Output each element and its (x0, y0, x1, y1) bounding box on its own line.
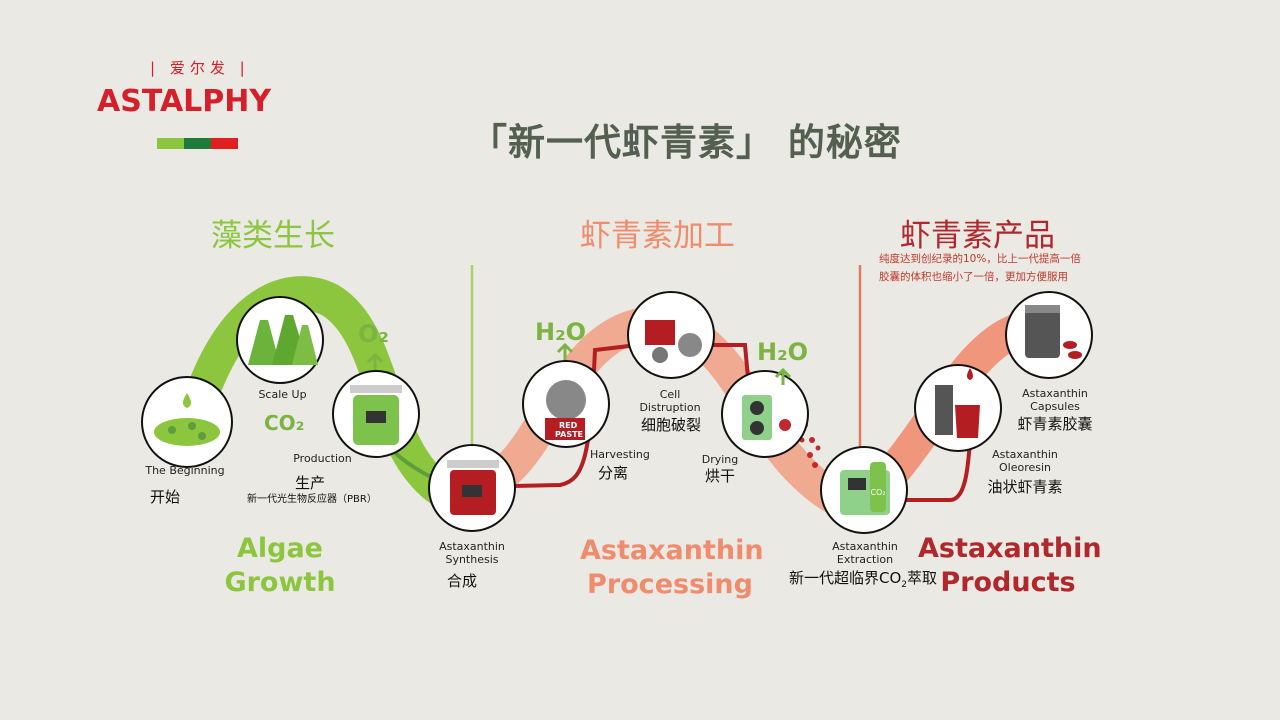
section-algae-en-1: Algae (236, 533, 323, 564)
production-en: Production (293, 452, 352, 465)
section-products-en: Astaxanthin Products (918, 532, 1102, 600)
h2o-arrow-1-icon (556, 342, 574, 360)
synthesis-icon (428, 444, 516, 532)
capsules-en-1: Astaxanthin (1022, 387, 1088, 400)
disruption-en-1: Cell (659, 388, 681, 401)
red-paste-label-1: RED (559, 421, 578, 430)
product-note: 纯度达到创纪录的10%，比上一代提高一倍 胶囊的体积也缩小了一倍，更加方便服用 (879, 250, 1099, 286)
section-processing-cn: 虾青素加工 (580, 218, 735, 254)
drying-cn: 烘干 (704, 467, 735, 485)
beginning-icon (141, 376, 233, 468)
section-products-en-2: Products (940, 567, 1076, 598)
section-algae-cn: 藻类生长 (211, 218, 335, 254)
synthesis-cn: 合成 (446, 572, 477, 590)
harvesting-cn: 分离 (598, 464, 629, 482)
disruption-cn: 细胞破裂 (640, 416, 701, 434)
drying-icon (721, 370, 809, 458)
o2-arrow-icon (366, 352, 384, 370)
logo-bar-green (157, 138, 184, 149)
extraction-cn-a: 新一代超临界CO (788, 569, 902, 587)
production-cn-pbr: 新一代光生物反应器（PBR） (247, 494, 377, 505)
extraction-en-2: Extraction (836, 553, 894, 566)
section-products-cn: 虾青素产品 (900, 218, 1055, 254)
logo-chinese: | 爱尔发 | (150, 59, 250, 77)
section-processing-en-1: Astaxanthin (580, 535, 764, 566)
extraction-cn-sub: 2 (901, 580, 907, 590)
beginning-en: The Beginning (145, 464, 225, 477)
o2-label: O₂ (358, 320, 389, 348)
cell-disruption-icon (627, 291, 715, 379)
extraction-en-1: Astaxanthin (832, 540, 898, 553)
h2o-arrow-2-icon (774, 367, 792, 385)
oleoresin-cn: 油状虾青素 (987, 478, 1063, 496)
logo-color-bar (157, 138, 238, 149)
section-algae-en-2: Growth (224, 567, 336, 598)
logo-bar-darkgreen (184, 138, 211, 149)
section-products-en-1: Astaxanthin (918, 533, 1102, 564)
synthesis-en-1: Astaxanthin (439, 540, 505, 553)
pipe-processing (469, 338, 681, 489)
paste-label-1: PASTE (555, 430, 583, 439)
extraction-cn: 新一代超临界CO2萃取 (778, 567, 948, 590)
section-processing-en: Astaxanthin Processing (580, 534, 764, 602)
synthesis-en-2: Synthesis (445, 553, 499, 566)
h2o-label-1: H₂O (535, 318, 586, 346)
beginning-cn: 开始 (149, 488, 180, 506)
logo-bar-red (211, 138, 238, 149)
product-note-line1: 纯度达到创纪录的10%，比上一代提高一倍 (879, 253, 1081, 265)
disruption-en-2: Distruption (639, 401, 701, 414)
section-processing-en-2: Processing (587, 569, 753, 600)
harvesting-en: Harvesting (590, 448, 650, 461)
oleoresin-icon (914, 364, 1002, 452)
oleoresin-en-1: Astaxanthin (992, 448, 1058, 461)
drying-en: Drying (701, 453, 739, 466)
harvesting-icon (522, 360, 610, 448)
page-title: 「新一代虾青素」 的秘密 (470, 121, 902, 164)
production-icon (332, 370, 420, 458)
production-cn: 生产 (294, 474, 325, 492)
extraction-cn-b: 萃取 (907, 569, 938, 587)
co2-label: CO₂ (264, 411, 304, 435)
scale-up-icon (236, 296, 324, 384)
section-algae-en: Algae Growth (200, 532, 360, 600)
extraction-icon: CO₂ (820, 446, 908, 534)
product-note-line2: 胶囊的体积也缩小了一倍，更加方便服用 (879, 271, 1068, 283)
co2-tank-label: CO₂ (870, 488, 885, 497)
logo-wordmark: ASTALPHY (97, 84, 272, 119)
capsules-icon (1005, 291, 1093, 379)
capsules-en-2: Capsules (1030, 400, 1080, 413)
scale-up-en: Scale Up (258, 388, 307, 401)
capsules-cn: 虾青素胶囊 (1017, 415, 1093, 433)
h2o-label-2: H₂O (757, 338, 808, 366)
oleoresin-en-2: Oleoresin (998, 461, 1052, 474)
